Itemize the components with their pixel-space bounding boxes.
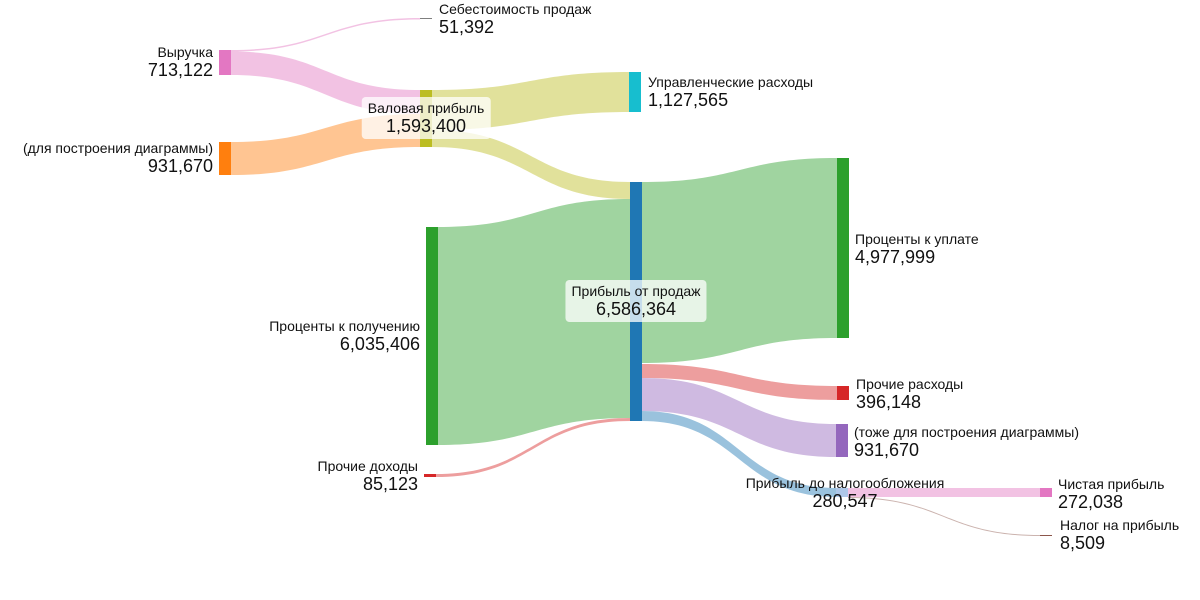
- node-name: Прочие расходы: [856, 376, 964, 392]
- sankey-node-mgmt[interactable]: [629, 72, 641, 112]
- sankey-node-cogs[interactable]: [420, 18, 432, 19]
- node-value: 280,547: [812, 491, 878, 511]
- sankey-link-pretax-to-net[interactable]: [848, 488, 1040, 497]
- sankey-node-interest_pay[interactable]: [837, 158, 849, 338]
- node-value: 6,586,364: [595, 299, 677, 319]
- node-value: 931,670: [147, 156, 213, 176]
- sankey-link-gross-to-sales_profit[interactable]: [432, 130, 630, 199]
- node-name: Прибыль до налогообложения: [745, 475, 945, 491]
- node-name: Прочие доходы: [317, 458, 418, 474]
- sankey-links: [231, 18, 1040, 536]
- sankey-link-interest_recv-to-sales_profit[interactable]: [438, 199, 630, 445]
- node-name: Себестоимость продаж: [439, 1, 592, 17]
- sankey-node-interest_recv[interactable]: [426, 227, 438, 445]
- node-value: 931,670: [854, 440, 920, 460]
- sankey-node-helper1[interactable]: [219, 142, 231, 175]
- sankey-node-helper2[interactable]: [836, 424, 848, 457]
- sankey-node-revenue[interactable]: [219, 50, 231, 75]
- sankey-node-net[interactable]: [1040, 488, 1052, 497]
- node-name: Валовая прибыль: [367, 100, 485, 116]
- node-value: 396,148: [856, 392, 922, 412]
- sankey-link-revenue-to-cogs[interactable]: [231, 18, 420, 52]
- sankey-link-sales_profit-to-other_exp[interactable]: [642, 364, 837, 400]
- node-value: 85,123: [362, 474, 418, 494]
- node-label-helper2: (тоже для построения диаграммы)931,670: [854, 425, 1079, 459]
- node-name: (для построения диаграммы): [22, 140, 213, 156]
- node-value: 6,035,406: [339, 334, 420, 354]
- sankey-link-sales_profit-to-helper2[interactable]: [642, 378, 836, 457]
- sankey-link-other_inc-to-sales_profit[interactable]: [436, 418, 630, 477]
- node-name: Налог на прибыль: [1060, 517, 1180, 533]
- sankey-link-sales_profit-to-pretax[interactable]: [642, 411, 836, 497]
- node-value: 272,038: [1058, 492, 1124, 512]
- node-name: Проценты к уплате: [855, 231, 979, 247]
- sankey-node-other_inc[interactable]: [424, 474, 436, 477]
- node-value: 4,977,999: [855, 247, 936, 267]
- sankey-link-pretax-to-tax[interactable]: [848, 497, 1040, 536]
- node-label-helper1: (для построения диаграммы)931,670: [23, 141, 213, 175]
- sankey-node-other_exp[interactable]: [837, 386, 849, 400]
- node-name: Управленческие расходы: [648, 74, 814, 90]
- node-name: (тоже для построения диаграммы): [854, 424, 1079, 440]
- node-value: 713,122: [147, 60, 213, 80]
- node-name: Выручка: [157, 44, 213, 60]
- node-value: 1,127,565: [648, 90, 729, 110]
- sankey-node-tax[interactable]: [1040, 535, 1052, 536]
- node-name: Прибыль от продаж: [571, 283, 701, 299]
- node-value: 51,392: [439, 17, 495, 37]
- node-value: 8,509: [1060, 533, 1106, 553]
- node-name: Чистая прибыль: [1058, 476, 1165, 492]
- node-name: Проценты к получению: [269, 318, 420, 334]
- sankey-node-pretax[interactable]: [836, 488, 848, 497]
- node-value: 1,593,400: [385, 116, 467, 136]
- sankey-link-sales_profit-to-interest_pay[interactable]: [642, 158, 837, 363]
